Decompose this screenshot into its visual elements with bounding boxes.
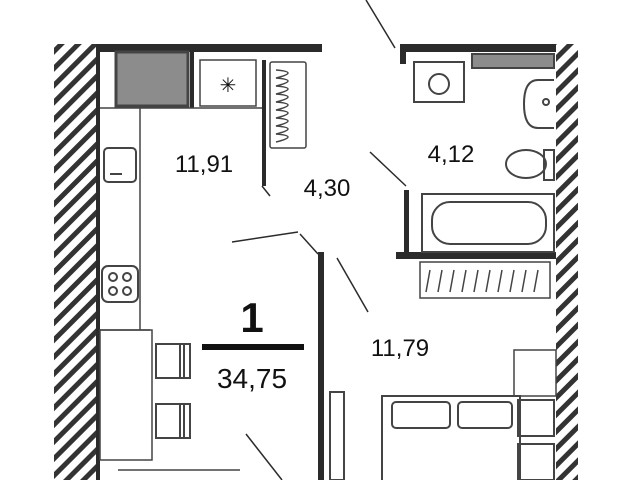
washing-machine-icon (413, 61, 465, 103)
hall-area-label: 4,30 (304, 175, 351, 202)
toilet-icon (505, 149, 555, 181)
bathroom-area-label: 4,12 (428, 141, 475, 168)
dining-chair (155, 343, 191, 379)
bathroom-shelf (471, 53, 555, 69)
exterior-wall-left (54, 44, 96, 480)
kitchen-counter (100, 107, 262, 331)
exterior-wall-right (556, 44, 578, 480)
summary-divider (202, 344, 304, 350)
bathtub-icon (421, 193, 555, 253)
stove-icon (101, 265, 139, 303)
total-area-label: 34,75 (217, 363, 287, 394)
radiator-icon (419, 261, 551, 299)
rooms-count-label: 1 (240, 294, 263, 341)
tv-stand (329, 391, 345, 480)
door-swings (231, 0, 407, 480)
nightstand (517, 399, 555, 480)
bed-icon (381, 395, 521, 480)
svg-text:✳: ✳ (220, 75, 237, 97)
living-area-label: 11,79 (371, 335, 429, 362)
washbasin-icon (522, 79, 554, 129)
dining-chair (155, 403, 191, 439)
wardrobe (513, 349, 557, 397)
interior-walls (96, 44, 556, 480)
dining-table (99, 329, 153, 461)
kitchen-area-label: 11,91 (175, 151, 233, 178)
fridge-icon (114, 50, 190, 108)
freezer-snowflake-icon: ✳ (199, 59, 257, 107)
heater-icon (269, 61, 307, 149)
sink-icon (103, 147, 137, 183)
